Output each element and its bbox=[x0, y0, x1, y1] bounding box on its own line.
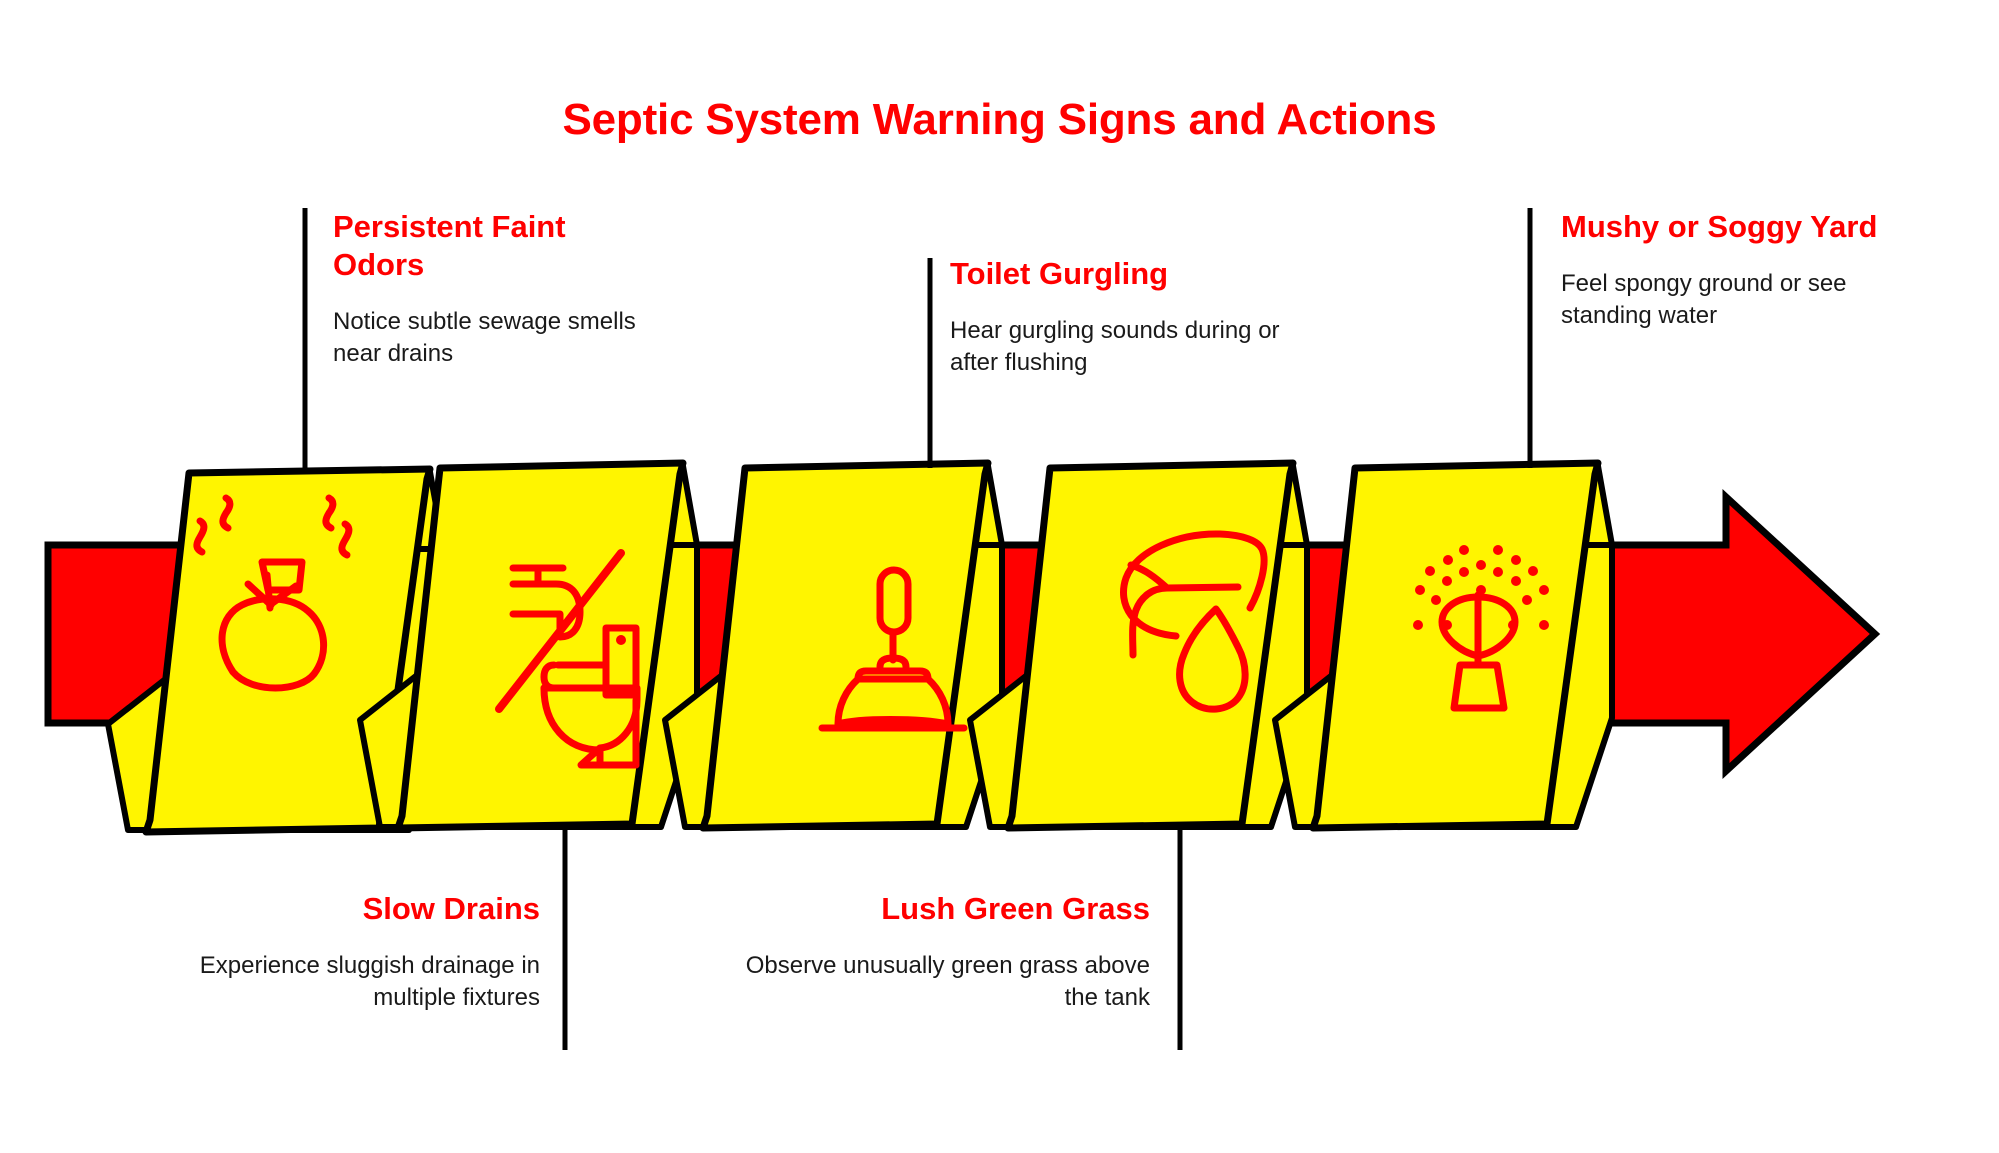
connector-lines bbox=[302, 208, 1533, 1050]
step-card-toilet-gurgling[interactable] bbox=[662, 459, 1005, 832]
callout-title: Slow Drains bbox=[362, 891, 540, 926]
callout-description: Experience sluggish drainage in multiple… bbox=[199, 951, 540, 1012]
callout-title: Persistent Faint Odors bbox=[333, 209, 566, 282]
callout-persistent-faint-odors: Persistent Faint Odors Notice subtle sew… bbox=[333, 208, 663, 370]
callout-slow-drains: Slow Drains Experience sluggish drainage… bbox=[155, 890, 540, 1015]
callout-title: Mushy or Soggy Yard bbox=[1561, 209, 1878, 244]
callout-description: Hear gurgling sounds during or after flu… bbox=[950, 316, 1280, 377]
callout-toilet-gurgling: Toilet Gurgling Hear gurgling sounds dur… bbox=[950, 255, 1290, 380]
callout-mushy-or-soggy-yard: Mushy or Soggy Yard Feel spongy ground o… bbox=[1561, 208, 1941, 333]
callout-title: Toilet Gurgling bbox=[950, 256, 1169, 291]
faucet-toilet-blocked-icon bbox=[495, 549, 641, 769]
plunger-icon bbox=[818, 566, 968, 732]
sprinkler-spray-icon bbox=[1413, 545, 1549, 712]
step-card-slow-drains[interactable] bbox=[357, 459, 700, 832]
page-title: Septic System Warning Signs and Actions bbox=[562, 95, 1437, 144]
leaf-droplet-icon bbox=[1120, 530, 1268, 713]
step-card-mushy-or-soggy-yard[interactable] bbox=[1272, 459, 1615, 832]
smelly-garbage-bag-icon bbox=[193, 494, 353, 692]
step-card-lush-green-grass[interactable] bbox=[967, 459, 1310, 832]
callout-lush-green-grass: Lush Green Grass Observe unusually green… bbox=[715, 890, 1150, 1015]
callout-description: Notice subtle sewage smells near drains bbox=[333, 307, 636, 368]
callout-description: Observe unusually green grass above the … bbox=[745, 951, 1150, 1012]
callout-title: Lush Green Grass bbox=[881, 891, 1150, 926]
callout-description: Feel spongy ground or see standing water bbox=[1561, 269, 1847, 330]
